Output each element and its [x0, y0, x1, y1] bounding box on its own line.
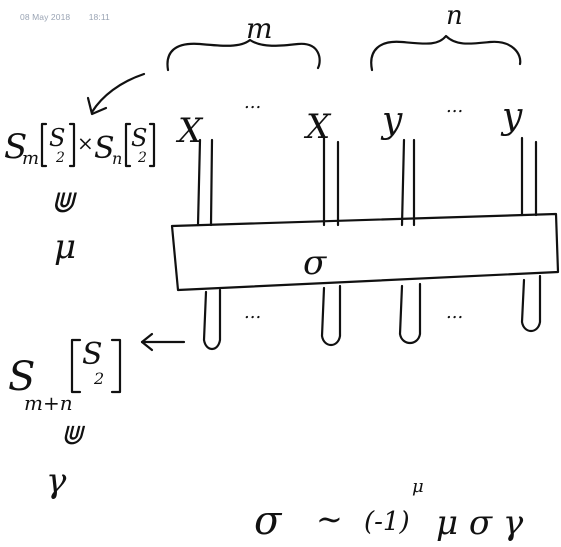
s-m: S: [4, 127, 27, 167]
s2-a-sub: 2: [55, 150, 65, 166]
equation: σ ∼ (-1) μ μ σ γ: [254, 476, 524, 544]
input-y-1: y: [380, 100, 403, 141]
output-ellipsis-right: ...: [446, 302, 463, 323]
arrow-to-group: [90, 72, 146, 114]
membership-symbol-2: ⋓: [60, 418, 86, 451]
arrow-to-bottom-head: [140, 332, 154, 352]
time-label: 18:11: [88, 12, 110, 22]
s-n-sub: n: [112, 149, 122, 168]
output-ellipsis-left: ...: [244, 302, 261, 323]
input-y-2: y: [500, 96, 523, 137]
s-mn: S: [8, 354, 35, 400]
box-label: σ: [303, 243, 327, 283]
output-cups: [202, 274, 542, 351]
brace-n: [370, 34, 522, 72]
timestamp-header: 08 May 2018 18:11: [20, 12, 110, 22]
input-ellipsis-left: ...: [244, 92, 261, 113]
element-mu: μ: [54, 227, 76, 267]
eq-sim: ∼: [316, 500, 343, 538]
label-m: m: [246, 12, 273, 45]
input-x-2: X: [303, 107, 332, 147]
s-mn-sub: m+n: [24, 391, 73, 415]
membership-symbol-1: ⋓: [50, 185, 77, 220]
s-n: S: [94, 131, 115, 166]
s2-c: S: [82, 337, 103, 372]
input-ellipsis-right: ...: [446, 96, 463, 117]
s2-b: S: [131, 124, 147, 152]
left-group: S m S 2 × S n S 2 ⋓ μ: [4, 122, 156, 267]
bottom-group: S m+n S 2 ⋓ γ: [8, 337, 122, 501]
s2-b-sub: 2: [137, 150, 147, 166]
s2-c-sub: 2: [93, 369, 104, 388]
eq-minus-one: (-1): [364, 507, 410, 537]
eq-rhs: μ σ γ: [436, 503, 524, 543]
s2-a: S: [49, 124, 65, 152]
s-m-sub: m: [22, 148, 39, 169]
times-sign: ×: [77, 131, 94, 155]
element-gamma: γ: [46, 461, 67, 501]
label-n: n: [446, 1, 463, 31]
input-strands: [196, 136, 538, 227]
brace-m: [166, 38, 321, 72]
date-label: 08 May 2018: [20, 12, 71, 22]
sigma-box: [170, 212, 560, 292]
arrow-to-group-head: [86, 96, 108, 116]
eq-lhs-sigma: σ: [254, 498, 283, 544]
eq-exponent-mu: μ: [412, 476, 424, 497]
